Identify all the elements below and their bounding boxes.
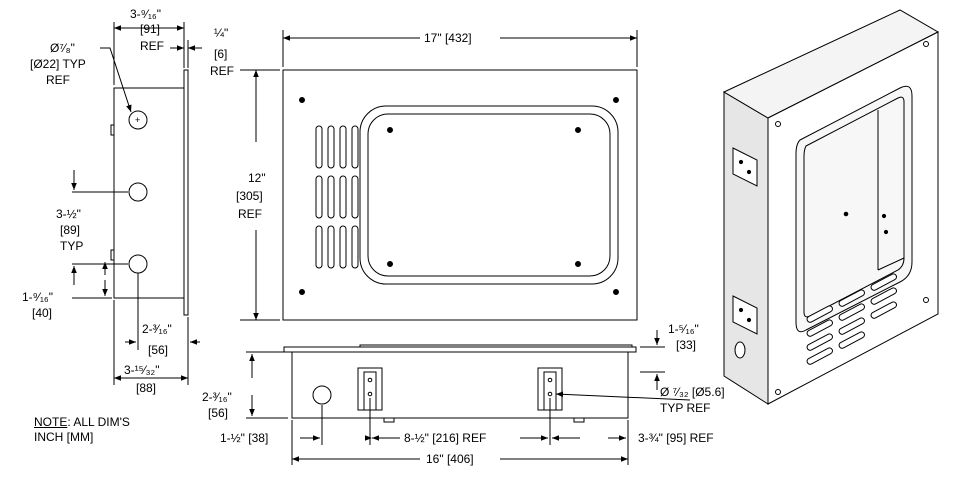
front-opening-outer: [359, 105, 619, 285]
bottom-body: [291, 351, 629, 419]
dim-bottom-height-mm: [33]: [676, 338, 696, 352]
dim-depth-c: 3-¹⁵⁄₃₂": [124, 363, 159, 377]
bottom-knockout-hole: [312, 385, 332, 405]
dim-hole-diameter-mm: [Ø22] TYP: [30, 57, 86, 71]
side-tab-bottom: [110, 249, 115, 261]
knockout-hole-middle: [128, 182, 148, 202]
dim-bottom-left: 2-³⁄₁₆": [202, 390, 232, 404]
bottom-view-labels: 1-⁵⁄₁₆" [33] 2-³⁄₁₆" [56] Ø ⁷⁄₃₂ [Ø5.6] …: [202, 322, 725, 466]
dim-bottom-offset: 1-⁹⁄₁₆": [22, 290, 53, 304]
side-tab-top: [110, 124, 115, 136]
dim-front-height-mm: [305]: [236, 189, 263, 203]
dim-depth-b: 2-³⁄₁₆": [142, 322, 172, 336]
dim-bottom-left-mm: [56]: [208, 406, 228, 420]
dim-flange-mm: [6]: [214, 47, 227, 61]
dim-front-width: 17" [432]: [424, 31, 472, 45]
isometric-view: [722, 9, 940, 405]
dim-flange-ref: REF: [210, 64, 234, 78]
dim-hole-diameter-ref: REF: [46, 73, 70, 87]
side-view: +: [71, 22, 202, 385]
dim-flange: ¼": [214, 26, 228, 40]
front-view: [240, 30, 638, 321]
bottom-flange: [283, 346, 637, 353]
note-line-1: NOTE: ALL DIM'S: [34, 415, 130, 430]
dim-front-height-ref: REF: [238, 207, 262, 221]
note-label: NOTE: [34, 415, 68, 429]
side-view-labels: 3-⁹⁄₁₆" [91] REF ¼" [6] REF Ø⁷⁄₈" [Ø22] …: [22, 7, 234, 395]
dim-hole-offset: 1-½" [38]: [220, 431, 268, 445]
dim-slot-typ: TYP REF: [660, 401, 710, 415]
iso-left-side: [723, 91, 769, 405]
side-flange: [183, 69, 189, 316]
note-block: NOTE: ALL DIM'S INCH [MM]: [34, 415, 130, 445]
dim-hole-spacing-mm: [89]: [60, 223, 80, 237]
front-view-labels: 17" [432] 12" [305] REF: [236, 31, 472, 221]
iso-side-hole: [734, 341, 746, 359]
svg-text:+: +: [135, 115, 140, 125]
dim-right-offset: 3-¾" [95] REF: [638, 431, 714, 445]
louvers-front: [315, 125, 359, 269]
dim-hole-spacing: 3-½": [56, 207, 81, 221]
dim-side-width-ref: REF: [140, 39, 164, 53]
iso-opening: [795, 85, 913, 333]
dim-bracket-spacing: 8-½" [216] REF: [404, 431, 486, 445]
side-body: [113, 87, 185, 299]
dim-overall-width: 16" [406]: [426, 452, 474, 466]
note-text: : ALL DIM'S: [67, 415, 130, 429]
front-opening-inner: [367, 113, 611, 277]
knockout-hole-bottom: [128, 254, 148, 274]
note-line-2: INCH [MM]: [34, 430, 94, 444]
dim-depth-b-mm: [56]: [148, 343, 168, 357]
dim-side-width-mm: [91]: [140, 22, 160, 36]
dim-front-height: 12": [248, 171, 266, 185]
knockout-hole-top: [128, 110, 148, 130]
front-panel: [282, 69, 638, 321]
dim-bottom-offset-mm: [40]: [32, 306, 52, 320]
iso-louvers: [806, 273, 897, 365]
dim-hole-diameter: Ø⁷⁄₈": [50, 41, 75, 55]
iso-side-brackets: [732, 147, 758, 335]
dim-hole-spacing-typ: TYP: [60, 239, 83, 253]
dim-depth-c-mm: [88]: [136, 381, 156, 395]
dim-slot-diameter: Ø ⁷⁄₃₂ [Ø5.6]: [660, 385, 725, 399]
dim-bottom-height: 1-⁵⁄₁₆": [668, 322, 699, 336]
bottom-view: [246, 330, 691, 465]
dim-side-width: 3-⁹⁄₁₆": [130, 7, 161, 21]
